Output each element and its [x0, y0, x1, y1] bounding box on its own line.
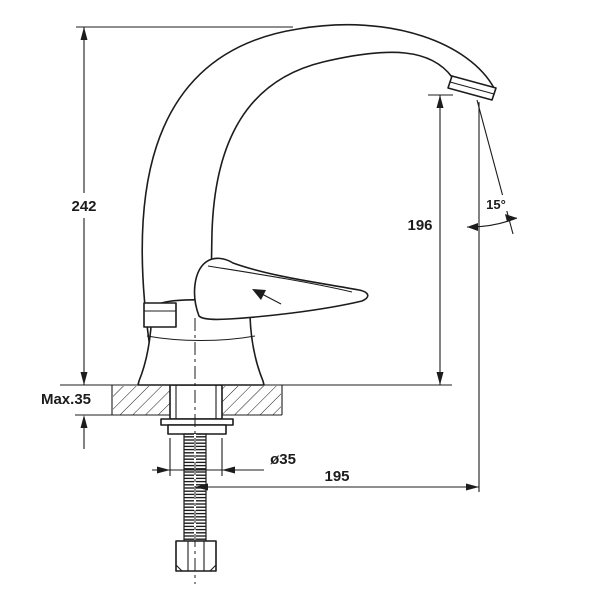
dim-spout-angle-label: 15° [486, 197, 506, 212]
angle-arc-arrow-right [505, 214, 517, 222]
counter-hatch-left [113, 386, 170, 415]
dim-max35-arrow-up [80, 415, 88, 428]
dim-spout-height: 196 [407, 94, 453, 385]
dim-counter-thickness: Max.35 [41, 391, 91, 449]
mounting-nut [175, 540, 217, 572]
body-collar-tab [143, 302, 177, 328]
faucet [137, 23, 497, 386]
counter-hatch-right [222, 386, 281, 415]
mounting-shank [169, 384, 223, 420]
faucet-handle [193, 257, 369, 321]
dim-hole-diameter-label: ø35 [270, 451, 296, 468]
dim-spout-angle: 15° [466, 99, 518, 492]
dim-spout-reach-label: 195 [324, 468, 349, 485]
dim-counter-thickness-label: Max.35 [41, 391, 91, 408]
mounting-hardware [160, 384, 234, 572]
handle-contour-line [207, 265, 353, 293]
mounting-washer-top [160, 418, 234, 426]
dim-195-arrow-left [195, 483, 208, 491]
spout-aerator-band [449, 81, 495, 95]
dim-hole-diameter: ø35 [152, 438, 296, 476]
dim-spout-reach: 195 [195, 468, 479, 491]
angle-reference-slanted [476, 99, 514, 235]
counter-slab [60, 384, 452, 416]
dim-242-arrow-down [80, 372, 88, 385]
dim-d35-arrow-right [222, 466, 235, 474]
angle-label-mask [482, 195, 509, 211]
dim-196-arrow-down [436, 372, 444, 385]
dim-spout-height-label: 196 [407, 217, 432, 234]
dim-d35-arrow-left [157, 466, 170, 474]
handle-motion-arrow [252, 289, 282, 305]
dim-196-arrow-up [436, 95, 444, 108]
dim-total-height: 242 [71, 26, 293, 385]
faucet-spout [141, 23, 495, 349]
dim-242-arrow-up [80, 27, 88, 40]
faucet-body-seam [146, 335, 256, 342]
dim-195-arrow-right [466, 483, 479, 491]
mounting-washer-bottom [167, 424, 227, 435]
angle-arc-arrow-left [467, 223, 478, 231]
dim-total-height-label: 242 [71, 198, 96, 215]
